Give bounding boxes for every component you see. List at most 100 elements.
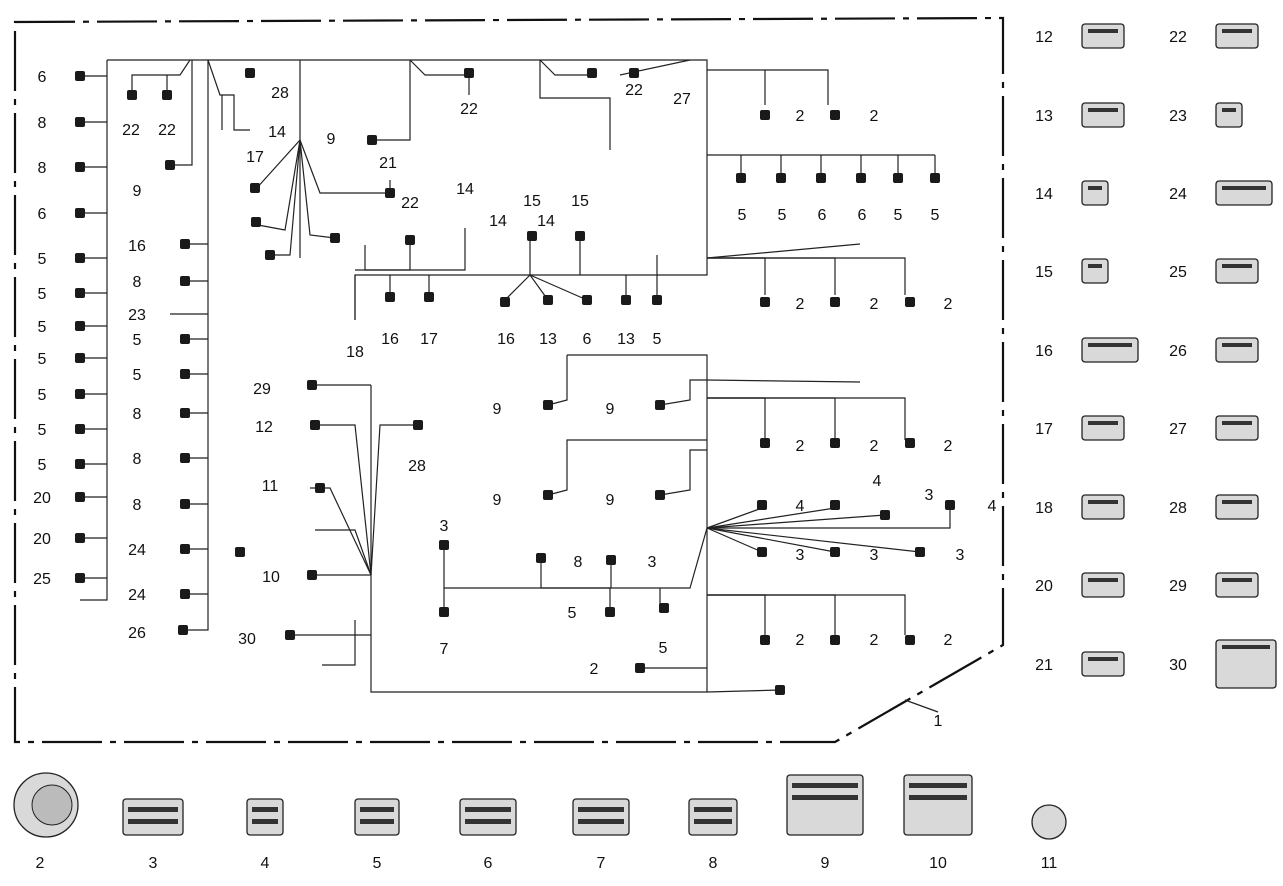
- callout-label: 25: [33, 571, 51, 588]
- connector-icon: [621, 295, 631, 305]
- assembly-boundary: [13, 16, 1005, 744]
- connector-icon: [75, 533, 85, 543]
- callout-label: 9: [606, 401, 615, 418]
- connector-icon: [75, 424, 85, 434]
- connector-part-icon: [1081, 102, 1125, 128]
- callout-label: 16: [128, 238, 146, 255]
- callout-label: 17: [420, 331, 438, 348]
- connector-icon: [180, 369, 190, 379]
- connector-pin-row: [252, 807, 278, 812]
- connector-icon: [587, 68, 597, 78]
- connector-icon: [75, 162, 85, 172]
- connector-face-icon: [31, 784, 73, 826]
- part-number-label: 14: [1035, 186, 1053, 203]
- connector-icon: [75, 208, 85, 218]
- connector-icon: [367, 135, 377, 145]
- connector-icon: [500, 297, 510, 307]
- callout-label: 3: [440, 518, 449, 535]
- wire: [540, 558, 611, 612]
- callout-label: 8: [133, 497, 142, 514]
- wire: [315, 424, 372, 576]
- part-number-label: 15: [1035, 264, 1053, 281]
- callout-label: 9: [493, 492, 502, 509]
- callout-label: 9: [133, 183, 142, 200]
- connector-icon: [536, 553, 546, 563]
- connector-icon: [265, 250, 275, 260]
- connector-icon: [424, 292, 434, 302]
- connector-part-icon: [1215, 639, 1277, 689]
- connector-icon: [760, 635, 770, 645]
- connector-icon: [757, 500, 767, 510]
- wire: [370, 424, 417, 576]
- connector-icon: [606, 555, 616, 565]
- connector-icon: [405, 235, 415, 245]
- wire: [547, 439, 707, 496]
- wire: [364, 240, 411, 271]
- connector-icon: [75, 288, 85, 298]
- connector-part-icon: [1081, 180, 1109, 206]
- connector-icon: [760, 297, 770, 307]
- wire: [706, 527, 921, 553]
- connector-icon: [180, 544, 190, 554]
- connector-icon: [905, 635, 915, 645]
- connector-icon: [830, 635, 840, 645]
- callout-label: 5: [38, 319, 47, 336]
- connector-pin-row: [1222, 264, 1252, 268]
- connector-icon: [757, 547, 767, 557]
- callout-label: 8: [38, 160, 47, 177]
- wire: [539, 59, 592, 76]
- callout-label: 2: [796, 438, 805, 455]
- connector-icon: [655, 400, 665, 410]
- connector-pin-row: [578, 807, 624, 812]
- connector-part-icon: [1215, 337, 1259, 363]
- connector-pin-row: [1222, 645, 1270, 649]
- callout-label: 16: [497, 331, 515, 348]
- callout-label: 14: [268, 124, 286, 141]
- callout-label: 3: [796, 547, 805, 564]
- callout-label: 28: [271, 85, 289, 102]
- callout-label: 11: [262, 478, 279, 495]
- wire: [706, 379, 861, 383]
- callout-label: 6: [858, 207, 867, 224]
- connector-part-icon: [1215, 494, 1259, 520]
- callout-label: 20: [33, 490, 51, 507]
- callout-label: 3: [648, 554, 657, 571]
- connector-pin-row: [252, 819, 278, 824]
- connector-icon: [652, 295, 662, 305]
- connector-icon: [582, 295, 592, 305]
- callout-label: 24: [128, 587, 146, 604]
- callout-label: 5: [738, 207, 747, 224]
- callout-label: 20: [33, 531, 51, 548]
- part-number-label: 11: [1041, 855, 1058, 872]
- connector-icon: [760, 438, 770, 448]
- callout-label: 13: [617, 331, 635, 348]
- connector-icon: [575, 231, 585, 241]
- callout-label: 5: [568, 605, 577, 622]
- wire: [707, 257, 836, 295]
- wire: [706, 243, 861, 259]
- connector-pin-row: [1088, 343, 1132, 347]
- part-number-label: 8: [709, 855, 718, 872]
- connector-pin-row: [694, 819, 732, 824]
- connector-icon: [310, 420, 320, 430]
- connector-icon: [307, 570, 317, 580]
- callout-label: 5: [653, 331, 662, 348]
- connector-pin-row: [792, 795, 858, 800]
- connector-icon: [165, 160, 175, 170]
- part-number-label: 23: [1169, 108, 1187, 125]
- callout-label: 29: [253, 381, 271, 398]
- callout-label: 5: [38, 251, 47, 268]
- connector-part-icon: [354, 798, 400, 836]
- callout-label: 28: [408, 458, 426, 475]
- connector-icon: [439, 607, 449, 617]
- wire: [315, 529, 372, 576]
- connector-icon: [75, 117, 85, 127]
- part-number-label: 10: [929, 855, 947, 872]
- wire: [80, 60, 108, 601]
- connector-icon: [385, 188, 395, 198]
- callout-label: 26: [128, 625, 146, 642]
- callout-label: 2: [796, 296, 805, 313]
- wire: [372, 60, 411, 141]
